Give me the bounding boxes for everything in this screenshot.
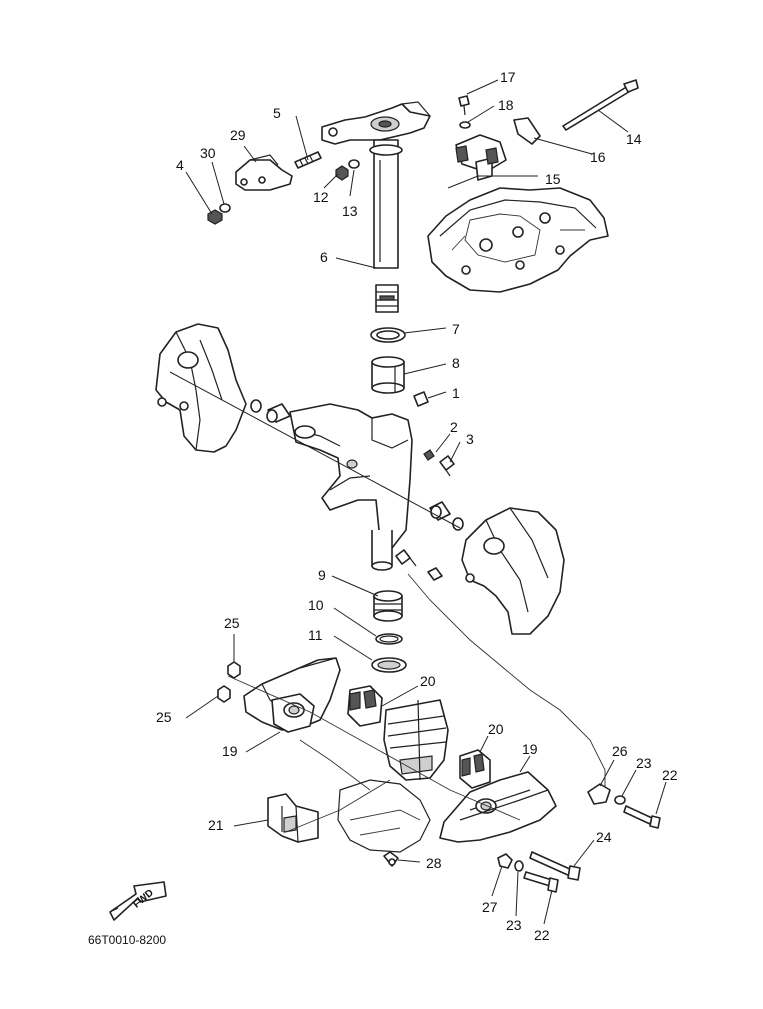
washer-30 [219,203,231,213]
callout-19: 19 [522,741,538,757]
washer-13 [348,159,360,169]
bolt-24 [529,851,581,881]
nipple-2 [423,449,435,461]
fwd-arrow-icon: FWD [109,881,167,921]
ring-7 [370,327,406,343]
mount-19-right [439,771,557,843]
diagram-code: 66T0010-8200 [88,933,166,947]
callout-28: 28 [426,855,442,871]
callout-13: 13 [342,203,358,219]
nut-12 [335,165,349,181]
nut-4 [207,209,223,225]
callout-21: 21 [208,817,224,833]
callout-20: 20 [420,673,436,689]
bolt-22-upper [623,805,661,829]
washer-23-upper [614,795,626,805]
bolt-3 [439,455,455,477]
clip-1 [413,391,429,407]
callout-26: 26 [612,743,628,759]
cover-shell [337,779,431,853]
mount-20-right [459,749,491,789]
bushing-8 [371,356,405,394]
callout-18: 18 [498,97,514,113]
washer-18 [459,121,471,129]
callout-9: 9 [318,567,326,583]
bushing-left [250,399,291,423]
callout-10: 10 [308,597,324,613]
callout-15: 15 [545,171,561,187]
callout-29: 29 [230,127,246,143]
seal-11 [371,657,407,673]
callout-16: 16 [590,149,606,165]
callout-11: 11 [308,627,323,643]
callout-20: 20 [488,721,504,737]
callout-8: 8 [452,355,460,371]
callout-22: 22 [662,767,678,783]
ring-10 [375,633,403,645]
callout-6: 6 [320,249,328,265]
clamp-bracket-right [461,507,565,635]
fitting-lower [395,549,443,581]
callout-2: 2 [450,419,458,435]
callout-3: 3 [466,431,474,447]
callout-1: 1 [452,385,460,401]
callout-30: 30 [200,145,216,161]
callout-5: 5 [273,105,281,121]
callout-17: 17 [500,69,516,85]
rod-14 [562,79,639,131]
bushing-right [429,501,464,531]
callout-12: 12 [313,189,329,205]
callout-19: 19 [222,743,238,759]
callout-22: 22 [534,927,550,943]
bracket-21 [267,793,319,843]
nut-25-lower [217,685,231,703]
callout-leaders [185,79,667,925]
steering-shaft [369,139,403,313]
washer-23-lower [514,860,524,872]
lower-case [383,699,449,781]
top-cowl [427,187,609,293]
callout-25: 25 [156,709,172,725]
bolt-28 [383,851,399,867]
block-15 [455,134,507,181]
bolt-17 [458,95,470,116]
mount-20-left [347,685,383,727]
bushing-9 [373,590,403,622]
callout-7: 7 [452,321,460,337]
callout-24: 24 [596,829,612,845]
callout-4: 4 [176,157,184,173]
clamp-bracket-left [155,323,247,453]
mount-19-left [243,657,341,733]
plate-26 [587,783,611,805]
nut-25-top [227,661,241,679]
callout-23: 23 [636,755,652,771]
callout-27: 27 [482,899,498,915]
callout-25: 25 [224,615,240,631]
callout-23: 23 [506,917,522,933]
callout-14: 14 [626,131,642,147]
bolt-22-lower [523,871,559,893]
steering-arm [321,101,431,145]
nut-27 [497,853,513,869]
swivel-bracket [289,403,413,571]
plate-16 [513,117,541,145]
bracket-29 [235,154,293,191]
